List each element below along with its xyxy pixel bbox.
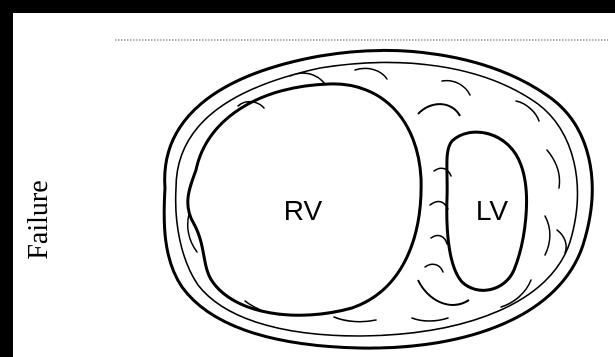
lv-label: LV — [476, 195, 508, 226]
rv-label: RV — [284, 195, 323, 226]
